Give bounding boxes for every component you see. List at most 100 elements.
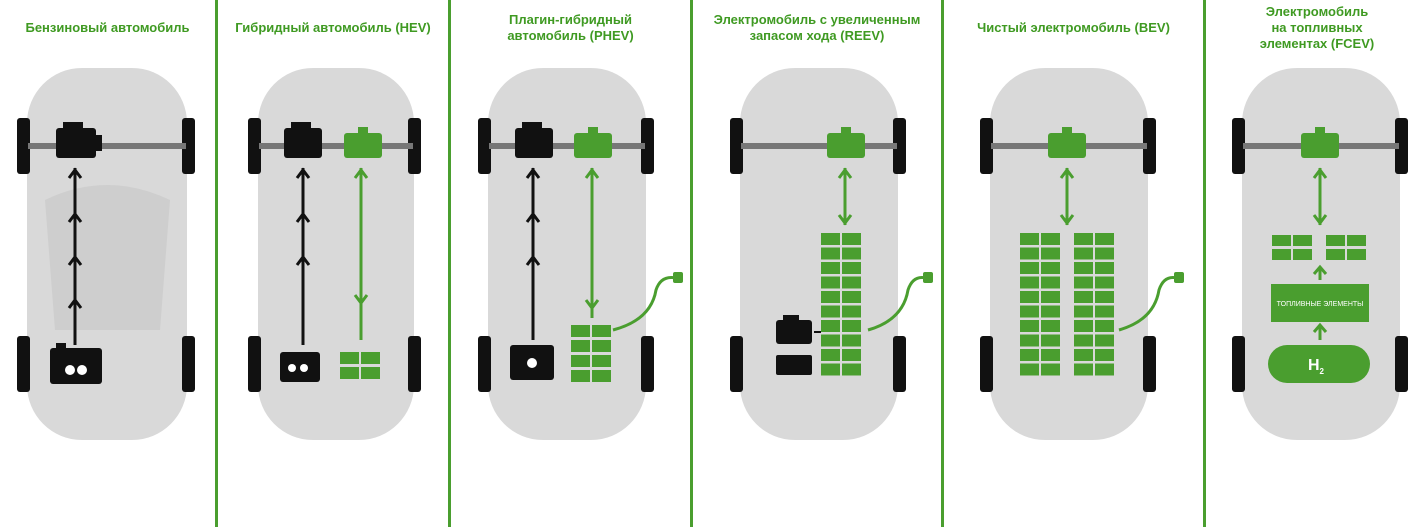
car-body — [1242, 68, 1400, 440]
electric-motor-icon — [827, 127, 865, 158]
electric-motor-icon — [1048, 127, 1086, 158]
battery-cell — [821, 262, 840, 274]
battery-cell — [1041, 276, 1060, 289]
battery-cell — [1041, 233, 1060, 245]
fuel-cell-label: ТОПЛИВНЫЕ ЭЛЕМЕНТЫ — [1277, 301, 1364, 308]
battery-cell — [842, 334, 861, 347]
plug-icon — [1174, 272, 1184, 283]
fuel-tank-icon — [510, 345, 554, 380]
arrow-bidirectional — [1312, 167, 1328, 226]
battery-cell — [1095, 349, 1114, 361]
battery-cell — [1020, 349, 1039, 361]
engine-icon — [284, 122, 322, 158]
battery-cell — [821, 247, 840, 260]
bev-car-diagram — [980, 68, 1184, 440]
battery-cell — [1020, 247, 1039, 260]
car-body — [488, 68, 646, 440]
car-body — [258, 68, 414, 440]
car-body — [990, 68, 1148, 440]
arrow-up — [1312, 264, 1328, 340]
battery-cell — [1095, 334, 1114, 347]
battery-cell — [1020, 276, 1039, 289]
battery-cell — [1095, 233, 1114, 245]
battery-icon — [1272, 235, 1366, 260]
battery-icon — [1020, 233, 1114, 376]
divider-1 — [215, 0, 218, 527]
panel-phev: Плагин-гибридный автомобиль (PHEV) — [451, 0, 690, 527]
battery-cell — [1074, 247, 1093, 260]
battery-cell — [821, 349, 840, 361]
battery-cell — [1020, 262, 1039, 274]
divider-5 — [1203, 0, 1206, 527]
battery-cell — [821, 334, 840, 347]
axle — [28, 143, 186, 149]
battery-cell — [1020, 320, 1039, 332]
car-body — [740, 68, 898, 440]
battery-cell — [1074, 291, 1093, 303]
panel-hev: Гибридный автомобиль (HEV) — [218, 0, 448, 527]
arrow-up — [295, 167, 311, 345]
battery-icon — [340, 352, 380, 379]
generator-icon — [776, 315, 812, 375]
car-body — [27, 68, 187, 440]
fuel-tank-icon — [50, 343, 102, 384]
arrow-up — [67, 167, 83, 345]
plug-icon — [673, 272, 683, 283]
plug-cable — [1118, 276, 1178, 332]
battery-cell — [1041, 349, 1060, 361]
battery-cell — [1041, 291, 1060, 303]
battery-cell — [1020, 291, 1039, 303]
panel-petrol: Бензиновый автомобиль — [0, 0, 215, 527]
axle — [489, 143, 645, 149]
battery-cell — [1095, 305, 1114, 318]
wheels — [1232, 118, 1408, 392]
panel-reev: Электромобиль с увеличенным запасом хода… — [693, 0, 941, 527]
petrol-car-diagram — [17, 68, 195, 440]
battery-cell — [1041, 247, 1060, 260]
battery-cell — [821, 363, 840, 376]
panel-bev: Чистый электромобиль (BEV) — [944, 0, 1203, 527]
battery-cell — [1041, 334, 1060, 347]
electric-motor-icon — [1301, 127, 1339, 158]
hydrogen-tank — [1268, 345, 1370, 383]
battery-cell — [1020, 233, 1039, 245]
axle — [259, 143, 413, 149]
battery-cell — [821, 320, 840, 332]
battery-icon — [571, 325, 611, 382]
battery-cell — [842, 320, 861, 332]
battery-cell — [842, 349, 861, 361]
fuel-cell-box — [1271, 284, 1369, 322]
divider-4 — [941, 0, 944, 527]
battery-cell — [1074, 233, 1093, 245]
battery-cell — [821, 276, 840, 289]
battery-cell — [1095, 363, 1114, 376]
panel-title: Чистый электромобиль (BEV) — [977, 20, 1170, 35]
plug-icon — [923, 272, 933, 283]
fcev-car-diagram: ТОПЛИВНЫЕ ЭЛЕМЕНТЫ H2 — [1232, 68, 1408, 440]
battery-cell — [1020, 305, 1039, 318]
reev-car-diagram — [730, 68, 933, 440]
battery-cell — [1041, 320, 1060, 332]
battery-cell — [1095, 320, 1114, 332]
arrow-bidirectional — [837, 167, 853, 226]
arrow-bidirectional — [1059, 167, 1075, 226]
plug-cable — [612, 276, 677, 332]
divider-2 — [448, 0, 451, 527]
battery-icon — [821, 233, 861, 376]
battery-cell — [842, 305, 861, 318]
arrow-bidirectional — [353, 167, 369, 340]
battery-cell — [1095, 276, 1114, 289]
panel-title: Плагин-гибридный автомобиль (PHEV) — [507, 12, 634, 43]
panel-title: Электромобиль на топливных элементах (FC… — [1259, 4, 1375, 51]
battery-cell — [1020, 334, 1039, 347]
battery-cell — [842, 363, 861, 376]
wheels — [730, 118, 906, 392]
wheels — [17, 118, 195, 392]
phev-car-diagram — [478, 68, 683, 440]
panel-title: Гибридный автомобиль (HEV) — [235, 20, 431, 35]
battery-cell — [1095, 262, 1114, 274]
hev-car-diagram — [248, 68, 421, 440]
battery-cell — [1041, 305, 1060, 318]
battery-cell — [821, 305, 840, 318]
battery-cell — [842, 233, 861, 245]
